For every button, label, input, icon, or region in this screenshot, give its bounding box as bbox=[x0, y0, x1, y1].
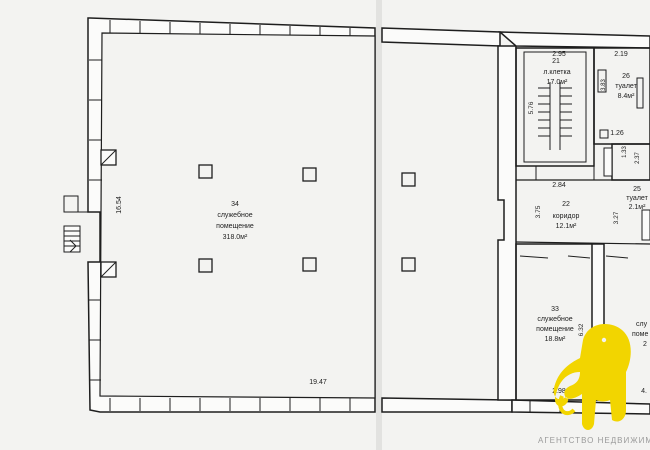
partial-room-line3: 2 bbox=[643, 341, 647, 348]
room-22-area: 12.1м² bbox=[556, 223, 577, 230]
right-wall-block bbox=[381, 27, 517, 413]
partial-room-line2: поме bbox=[632, 331, 648, 338]
room-34-number: 34 bbox=[231, 201, 239, 208]
room-26-name: туалет bbox=[615, 83, 637, 90]
entrance-stair bbox=[63, 195, 88, 253]
columns bbox=[198, 164, 416, 273]
dim-1-26: 1.26 bbox=[610, 130, 624, 137]
room-34-area: 318.0м² bbox=[223, 234, 248, 241]
room-22-name: коридор bbox=[553, 213, 580, 220]
partial-room-line1: слу bbox=[636, 321, 648, 328]
elephant-logo bbox=[553, 324, 631, 430]
room-25-name: туалет bbox=[626, 195, 648, 202]
room-26-number: 26 bbox=[622, 73, 630, 80]
room-25-area: 2.1м² bbox=[629, 204, 647, 211]
dim-3-75: 3.75 bbox=[535, 205, 542, 218]
room-33-number: 33 bbox=[551, 306, 559, 313]
dim-2-19: 2.19 bbox=[614, 51, 628, 58]
room-34-line2: помещение bbox=[216, 223, 254, 230]
room-26-area: 8.4м² bbox=[618, 93, 636, 100]
room-34-line1: служебное bbox=[217, 211, 252, 219]
agency-watermark: АГЕНТСТВО НЕДВИЖИМОСТИ bbox=[538, 436, 650, 445]
dim-16-54: 16.54 bbox=[116, 196, 123, 214]
room-22-number: 22 bbox=[562, 201, 570, 208]
dim-3-27: 3.27 bbox=[613, 211, 620, 224]
dim-2-98: 2.98 bbox=[552, 388, 566, 395]
dim-2-95: 2.95 bbox=[552, 51, 566, 58]
room-21-name: л.клетка bbox=[543, 69, 570, 76]
dim-1-33: 1.33 bbox=[622, 146, 628, 158]
dim-3-83: 3.83 bbox=[601, 79, 607, 91]
room-33-line1: служебное bbox=[537, 315, 572, 323]
room-33-area: 18.8м² bbox=[545, 336, 566, 343]
room-25-number: 25 bbox=[633, 186, 641, 193]
dim-2-37: 2.37 bbox=[635, 152, 641, 164]
dim-6-32: 6.32 bbox=[578, 323, 585, 336]
dim-5-76: 5.76 bbox=[528, 101, 535, 114]
vent-shafts bbox=[100, 149, 117, 278]
room-21-number: 21 bbox=[552, 58, 560, 65]
dim-4: 4. bbox=[641, 388, 647, 395]
dim-19-47: 19.47 bbox=[309, 379, 327, 386]
room-21-area: 17.0м² bbox=[547, 79, 568, 86]
dim-2-84: 2.84 bbox=[552, 182, 566, 189]
room-33-line2: помещение bbox=[536, 326, 574, 333]
